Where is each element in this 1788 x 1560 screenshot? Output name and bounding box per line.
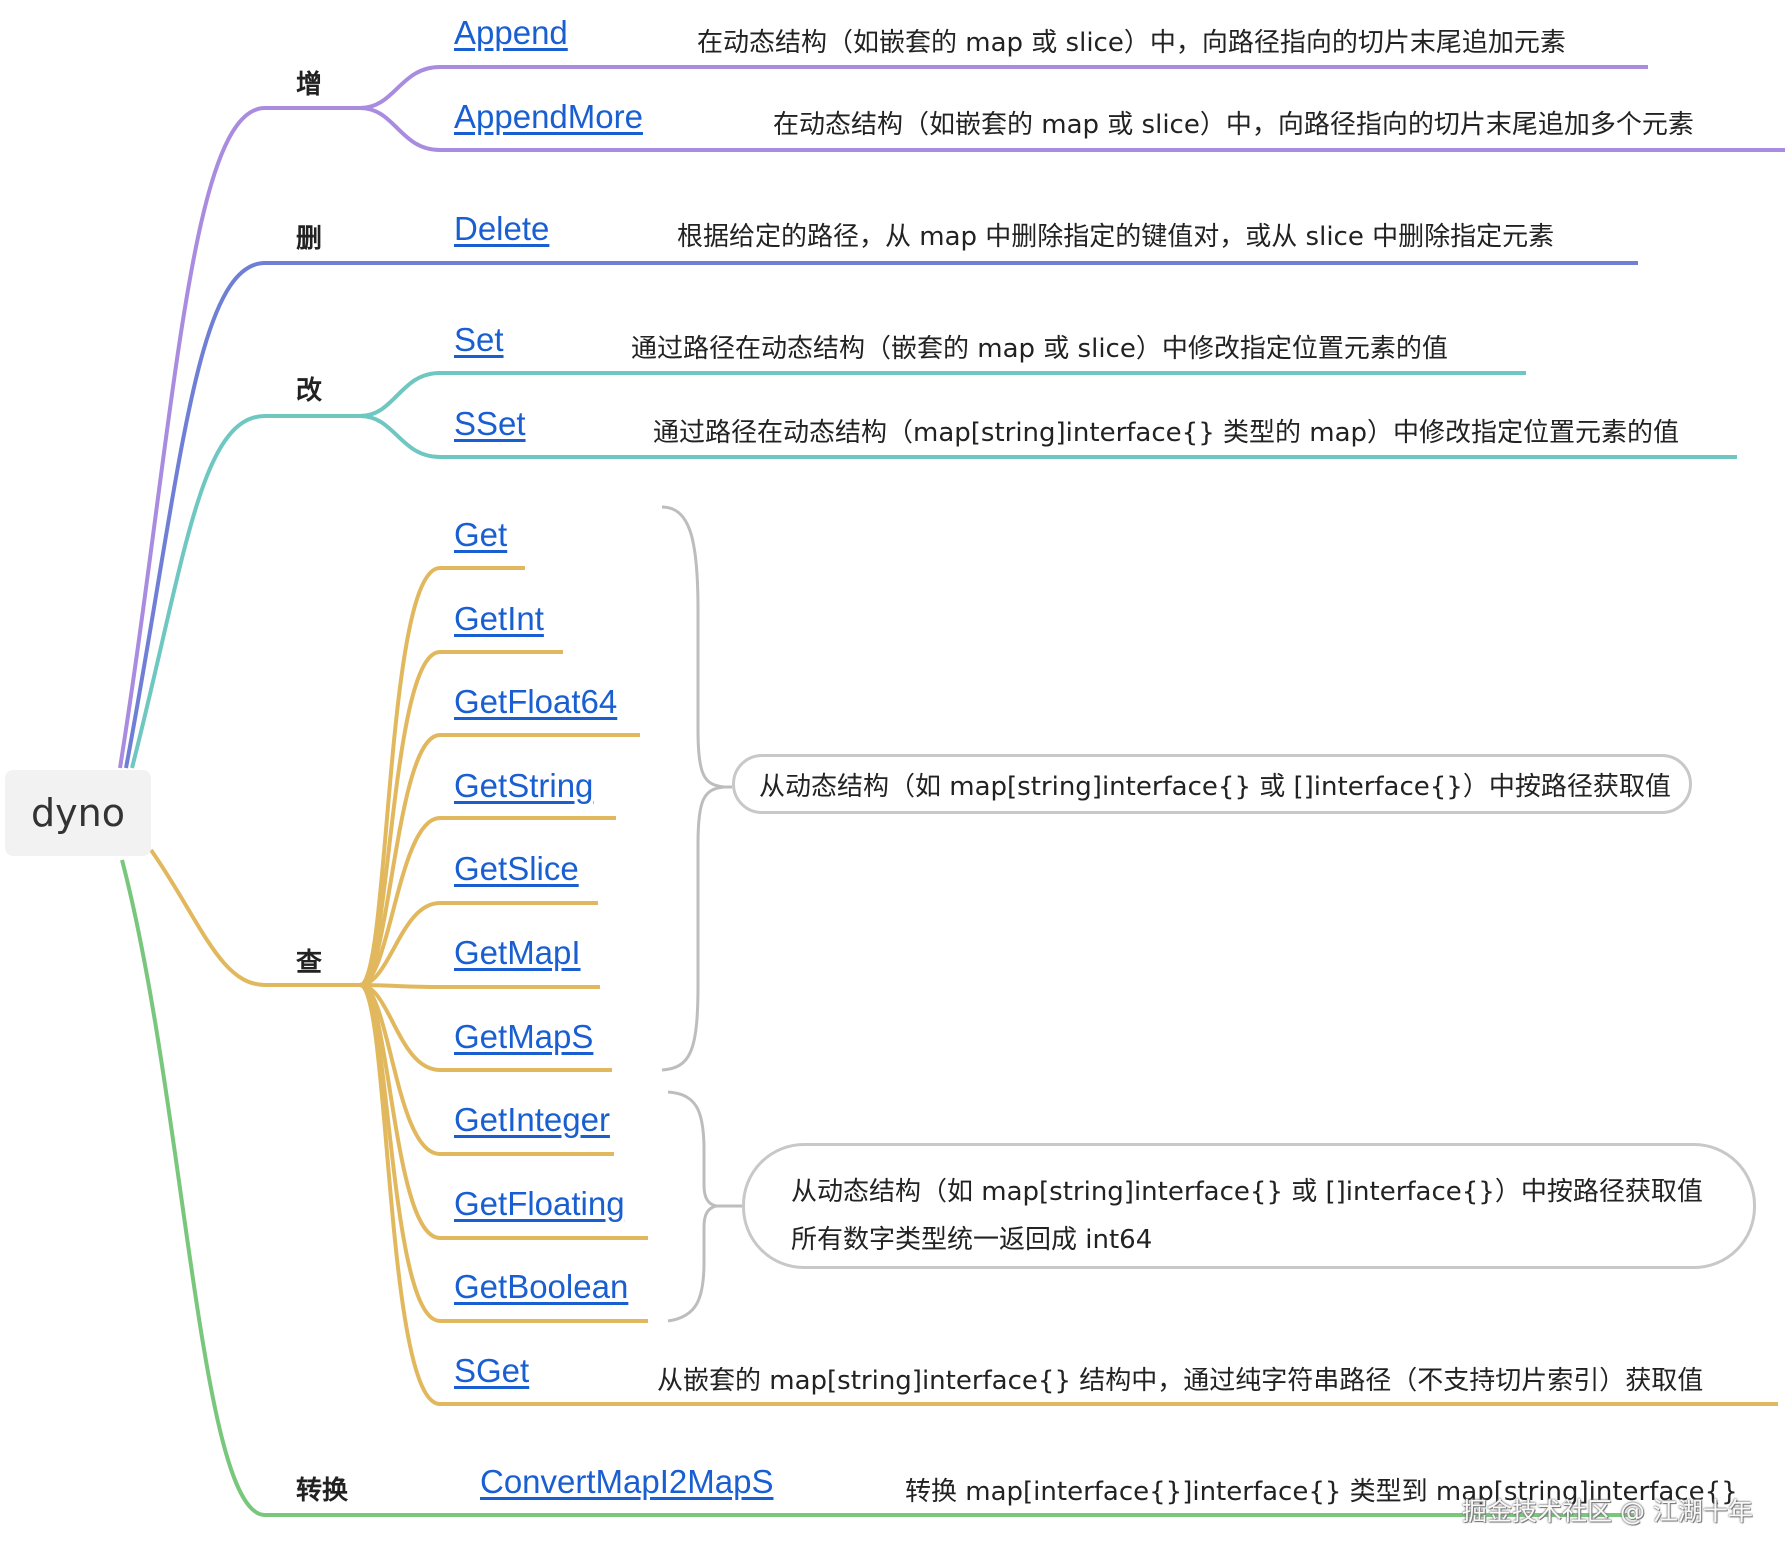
fn-get-boolean-link[interactable]: GetBoolean bbox=[454, 1268, 629, 1305]
fn-delete-link[interactable]: Delete bbox=[454, 210, 550, 247]
fn-get-string-link[interactable]: GetString bbox=[454, 767, 594, 804]
category-add[interactable]: 增 bbox=[296, 70, 323, 100]
bracket-numeric-getters bbox=[667, 1090, 717, 1323]
category-convert[interactable]: 转换 bbox=[296, 1476, 349, 1506]
fn-sget-desc: 从嵌套的 map[string]interface{} 结构中，通过纯字符串路径… bbox=[657, 1366, 1704, 1396]
fn-get-slice-link[interactable]: GetSlice bbox=[454, 850, 579, 887]
fn-sset-desc: 通过路径在动态结构（map[string]interface{} 类型的 map… bbox=[653, 418, 1680, 448]
branch-modify bbox=[130, 414, 360, 769]
branch-query bbox=[149, 848, 360, 987]
fn-set-desc: 通过路径在动态结构（嵌套的 map 或 slice）中修改指定位置元素的值 bbox=[631, 334, 1448, 364]
basic-getters-note: 从动态结构（如 map[string]interface{} 或 []inter… bbox=[732, 754, 1692, 814]
fn-delete-desc: 根据给定的路径，从 map 中删除指定的键值对，或从 slice 中删除指定元素 bbox=[677, 222, 1555, 252]
basic-getters-desc: 从动态结构（如 map[string]interface{} 或 []inter… bbox=[759, 771, 1671, 802]
fn-get-floating-link[interactable]: GetFloating bbox=[454, 1185, 625, 1222]
fn-get-link[interactable]: Get bbox=[454, 516, 508, 553]
fn-append-desc: 在动态结构（如嵌套的 map 或 slice）中，向路径指向的切片末尾追加元素 bbox=[697, 28, 1566, 58]
numeric-getters-desc-line2: 所有数字类型统一返回成 int64 bbox=[791, 1225, 1153, 1255]
bracket-basic-getters bbox=[661, 505, 725, 1072]
fn-append-link[interactable]: Append bbox=[454, 14, 568, 51]
fn-convert-desc: 转换 map[interface{}]interface{} 类型到 map[s… bbox=[905, 1477, 1738, 1507]
category-delete[interactable]: 删 bbox=[296, 224, 323, 254]
root-node[interactable]: dyno bbox=[5, 770, 151, 856]
fn-get-integer-link[interactable]: GetInteger bbox=[454, 1101, 610, 1138]
fn-get-mapi-link[interactable]: GetMapI bbox=[454, 934, 581, 971]
branch-convert bbox=[120, 859, 1634, 1517]
fn-sset-link[interactable]: SSet bbox=[454, 405, 526, 442]
category-query[interactable]: 查 bbox=[296, 948, 323, 978]
category-modify[interactable]: 改 bbox=[296, 376, 323, 406]
fn-get-int-link[interactable]: GetInt bbox=[454, 600, 544, 637]
fn-sget-link[interactable]: SGet bbox=[454, 1352, 530, 1389]
numeric-getters-desc-line1: 从动态结构（如 map[string]interface{} 或 []inter… bbox=[791, 1177, 1703, 1207]
fn-convert-link[interactable]: ConvertMapI2MapS bbox=[480, 1463, 774, 1500]
fn-get-float64-link[interactable]: GetFloat64 bbox=[454, 683, 618, 720]
branch-delete bbox=[124, 261, 1638, 769]
branch-add bbox=[118, 106, 360, 769]
numeric-getters-note: 从动态结构（如 map[string]interface{} 或 []inter… bbox=[742, 1143, 1756, 1269]
root-label: dyno bbox=[31, 791, 125, 835]
fn-append-more-desc: 在动态结构（如嵌套的 map 或 slice）中，向路径指向的切片末尾追加多个元… bbox=[773, 110, 1694, 140]
fn-get-maps-link[interactable]: GetMapS bbox=[454, 1018, 594, 1055]
fn-set-link[interactable]: Set bbox=[454, 321, 504, 358]
fn-append-more-link[interactable]: AppendMore bbox=[454, 98, 643, 135]
watermark: 掘金技术社区 @ 江湖十年 bbox=[1462, 1497, 1753, 1526]
